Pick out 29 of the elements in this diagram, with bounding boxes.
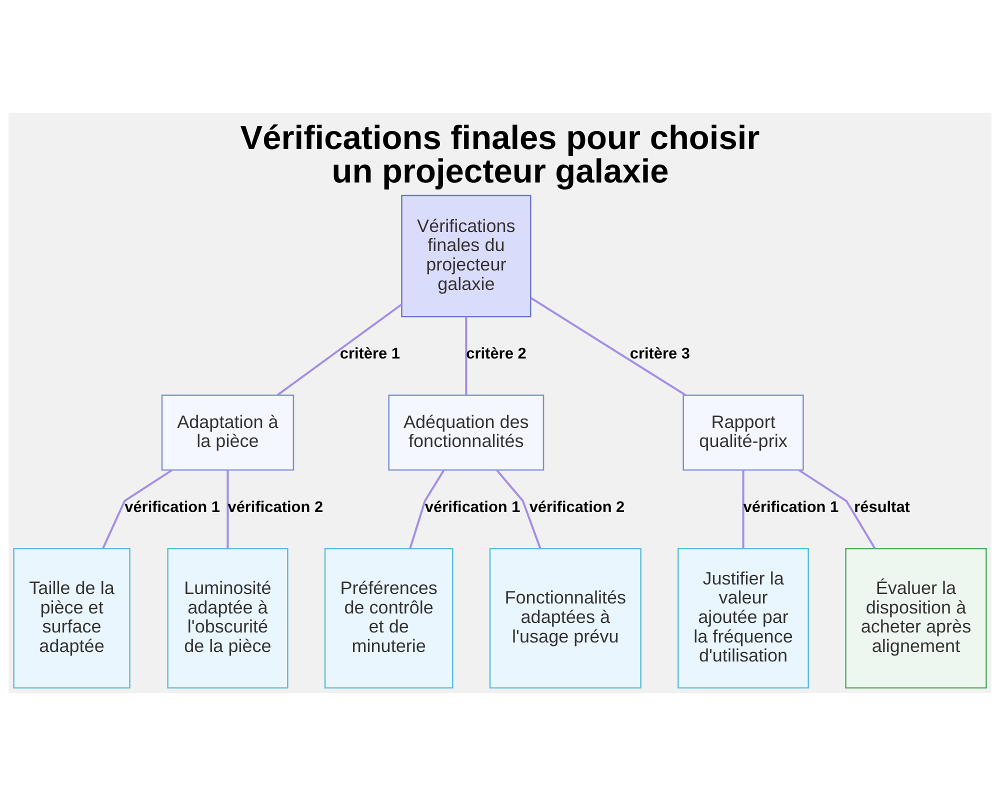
connector bbox=[798, 469, 876, 549]
edge-label: critère 1 bbox=[340, 346, 400, 363]
node-box: Vérifications finales du projecteur galaxie bbox=[401, 194, 532, 318]
node-box: Préférences de contrôle et de minuterie bbox=[324, 548, 454, 688]
connector bbox=[742, 470, 744, 549]
edge-label: vérification 1 bbox=[743, 499, 839, 516]
connector bbox=[465, 316, 468, 396]
edge-label: vérification 1 bbox=[124, 499, 220, 516]
node-box: Luminosité adaptée à l'obscurité de la pièce bbox=[167, 548, 288, 688]
node-box: Évaluer la disposition à acheter après alignement bbox=[845, 548, 987, 688]
edge-label: vérification 2 bbox=[529, 499, 625, 516]
edge-label: vérification 1 bbox=[424, 499, 520, 516]
edge-label: vérification 2 bbox=[228, 499, 324, 516]
node-box: Fonctionnalités adaptées à l'usage prévu bbox=[489, 548, 642, 688]
edge-label: résultat bbox=[854, 499, 910, 516]
node-box: Rapport qualité-prix bbox=[682, 394, 804, 471]
connector bbox=[102, 469, 172, 549]
node-box: Adaptation à la pièce bbox=[161, 394, 294, 471]
diagram-title: Vérifications finales pour choisir un projecteur galaxie bbox=[240, 120, 760, 190]
connector bbox=[530, 297, 686, 396]
connector bbox=[276, 304, 402, 396]
connector bbox=[496, 470, 542, 549]
edge-label: critère 2 bbox=[466, 346, 526, 363]
edge-label: critère 3 bbox=[630, 346, 690, 363]
connector bbox=[409, 470, 445, 549]
connector bbox=[226, 470, 229, 549]
node-box: Justifier la valeur ajoutée par la fréquence d'utilisation bbox=[678, 548, 809, 688]
node-box: Taille de la pièce et surface adaptée bbox=[13, 548, 130, 688]
node-box: Adéquation des fonctionnalités bbox=[388, 394, 544, 471]
